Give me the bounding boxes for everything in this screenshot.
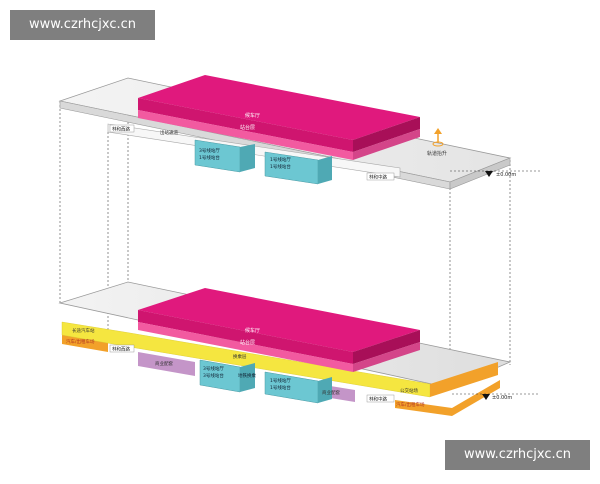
lower-right-road-box (366, 394, 395, 403)
lower-level: 候车厅 站台层 长途汽车站 汽车/出租车场 林和西路 商业配套 换乘层 3号线站… (58, 281, 540, 416)
upper-passage-label: 出站通道 (160, 129, 178, 136)
lower-metro-right-sub: 1号线站台 (270, 384, 291, 391)
lower-commerce-left-box (138, 352, 195, 376)
lower-concourse-label: 换乘层 (233, 353, 247, 360)
rail-lift-icon (432, 128, 444, 147)
lower-bus-station-label: 长途汽车站 (72, 327, 95, 334)
upper-metro-left-label: 3号线站厅 (199, 147, 220, 154)
lower-bus-stop-label: 公交站场 (400, 387, 418, 394)
upper-platform-side (353, 129, 420, 160)
watermark-bottom: www.czrhcjxc.cn (445, 440, 590, 470)
rail-lift-label: 轨道抬升 (427, 150, 447, 157)
upper-slab-side (449, 157, 511, 190)
upper-right-road-label: 林和中路 (369, 174, 387, 181)
upper-left-road-box (109, 124, 135, 133)
lower-taxi-left-label: 汽车/出租车场 (66, 338, 95, 345)
upper-hall-side (353, 117, 420, 152)
upper-level: 候车厅 站台层 林和西路 出站通道 3号线站厅 1号线站台 1号线站厅 1号线站… (58, 75, 540, 190)
lower-elevation-label: ±0.00m (492, 395, 512, 401)
lower-left-road-label: 林和西路 (112, 346, 130, 353)
lower-platform-side (353, 342, 420, 372)
lower-metro-left-side (240, 363, 255, 392)
watermark-top: www.czrhcjxc.cn (10, 10, 155, 40)
lower-hall-front (138, 310, 353, 364)
upper-platform-front (138, 110, 353, 160)
lower-commerce-right-label: 商业配套 (322, 389, 340, 396)
lower-taxi-right-strip (395, 380, 500, 416)
lower-taxi-right-label: 汽车/出租车场 (396, 401, 425, 408)
lower-commerce-left-label: 商业配套 (155, 360, 173, 367)
lower-hall-label: 候车厅 (245, 327, 260, 334)
upper-hall-top (138, 75, 420, 140)
upper-metro-right-label: 1号线站厅 (270, 156, 291, 163)
upper-right-road-box (366, 172, 395, 181)
lower-elevation-marker (452, 393, 540, 400)
lower-platform-label: 站台层 (240, 339, 255, 346)
upper-metro-right-side (318, 156, 332, 184)
lower-left-road-box (109, 344, 135, 353)
upper-left-road-label: 林和西路 (112, 126, 130, 133)
lower-right-road-label: 林和中路 (369, 396, 387, 403)
lower-metro-right-side (318, 377, 332, 403)
upper-metro-left-sub: 1号线站台 (199, 154, 220, 161)
lower-taxi-left-strip (62, 335, 108, 352)
lower-hall-top (138, 288, 420, 352)
upper-hall-label: 候车厅 (245, 112, 260, 119)
upper-elevation-label: ±0.00m (496, 172, 516, 178)
upper-hall-front (138, 98, 353, 152)
upper-elevation-marker (450, 170, 540, 177)
upper-metro-left-side (240, 144, 255, 172)
lower-band-side (430, 362, 498, 397)
upper-platform-label: 站台层 (240, 124, 255, 131)
lower-hall-side (353, 330, 420, 364)
lower-metro-center-label: 地铁换乘 (238, 372, 256, 379)
lower-metro-right-label: 1号线站厅 (270, 377, 291, 384)
upper-metro-right-sub: 1号线站台 (270, 163, 291, 170)
lower-platform-front (138, 322, 353, 372)
lower-metro-left-sub: 3号线站台 (203, 372, 224, 379)
lower-metro-left-label: 3号线站厅 (203, 365, 224, 372)
